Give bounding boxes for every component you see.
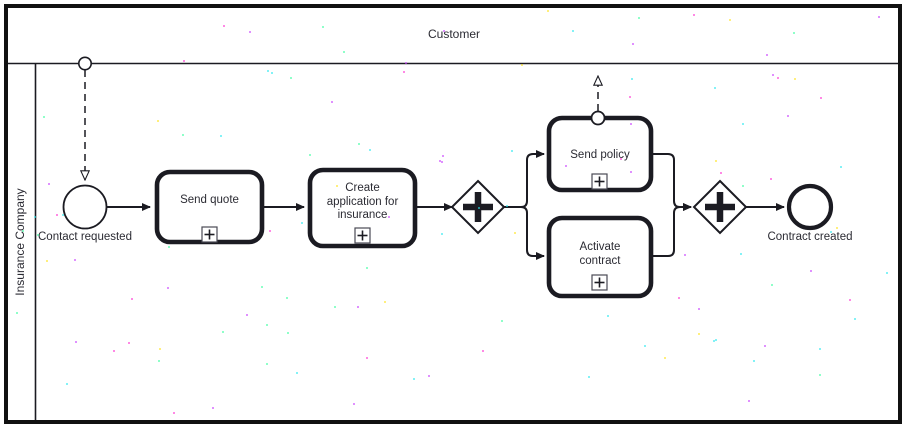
gateway-parallel-join-shape — [692, 179, 748, 235]
diagram-frame — [4, 4, 902, 424]
subprocess-marker-create-application — [354, 227, 371, 244]
message-source-event-icon — [78, 56, 93, 71]
start-event-circle — [62, 184, 108, 230]
subprocess-marker-activate-contract — [591, 274, 608, 291]
boundary-event-circle — [590, 110, 606, 126]
flow-activate-contract-to-join — [651, 203, 692, 257]
flow-split-to-send-policy — [504, 150, 545, 208]
pool-label-customer: Customer — [427, 27, 480, 41]
end-event-circle — [786, 183, 834, 231]
start-event-label: Contact requested — [38, 231, 132, 243]
end-event-label: Contract created — [767, 231, 853, 243]
flow-send-policy-to-join — [651, 153, 692, 211]
subprocess-marker-send-quote — [201, 226, 218, 243]
subprocess-marker-send-policy — [591, 173, 608, 190]
flow-split-to-activate-contract — [504, 206, 545, 260]
gateway-parallel-split-shape — [450, 179, 506, 235]
